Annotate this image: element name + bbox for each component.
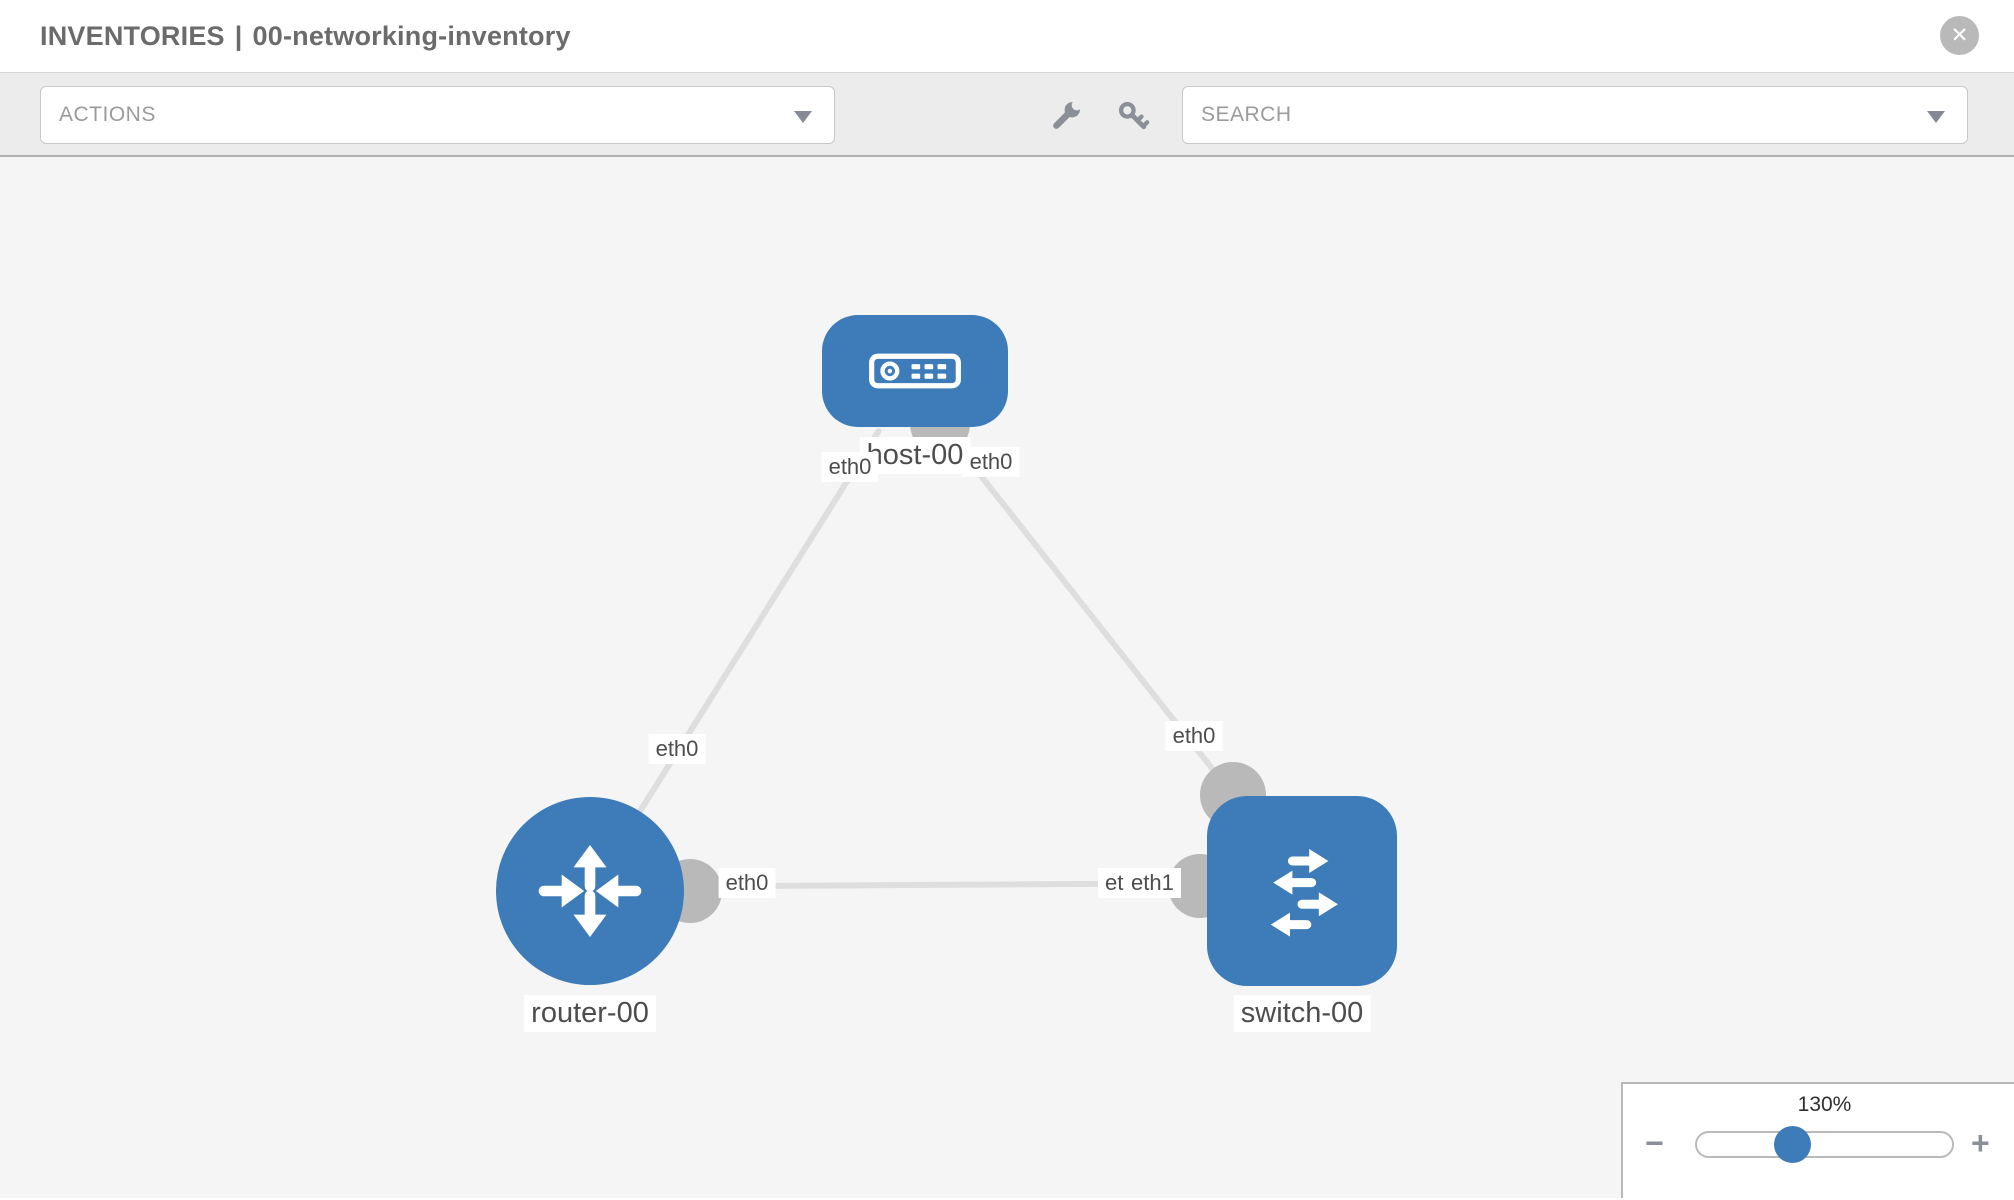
zoom-level-value: 130% xyxy=(1797,1093,1852,1116)
zoom-panel: 130% − + xyxy=(1621,1082,2014,1198)
chevron-down-icon xyxy=(1927,111,1945,123)
zoom-slider-handle[interactable] xyxy=(1774,1126,1811,1163)
node-router-00[interactable] xyxy=(496,797,684,985)
breadcrumb-section: INVENTORIES xyxy=(40,21,225,51)
key-icon[interactable] xyxy=(1116,99,1150,133)
actions-dropdown-label: ACTIONS xyxy=(59,103,156,126)
search-dropdown-label: SEARCH xyxy=(1201,103,1292,126)
actions-dropdown[interactable]: ACTIONS xyxy=(40,86,835,144)
node-label-switch: switch-00 xyxy=(1233,995,1371,1032)
zoom-out-icon[interactable]: − xyxy=(1645,1125,1664,1161)
inventory-name: 00-networking-inventory xyxy=(252,21,571,51)
wrench-icon[interactable] xyxy=(1049,99,1083,133)
iface-label-switch-eth1: eth1 xyxy=(1124,868,1181,898)
iface-label-router-switch-eth0: eth0 xyxy=(718,868,776,898)
page-title: INVENTORIES | 00-networking-inventory xyxy=(40,0,571,72)
iface-label-host-switch: eth0 xyxy=(1165,721,1223,751)
zoom-in-icon[interactable]: + xyxy=(1971,1125,1990,1161)
close-icon[interactable]: ✕ xyxy=(1940,16,1979,55)
node-host-00[interactable] xyxy=(822,315,1008,427)
chevron-down-icon xyxy=(794,111,812,123)
host-icon xyxy=(869,353,961,389)
iface-label-host-right: eth0 xyxy=(962,447,1020,477)
node-switch-00[interactable] xyxy=(1207,796,1397,986)
node-label-router: router-00 xyxy=(524,995,656,1032)
zoom-slider-track[interactable] xyxy=(1695,1131,1954,1158)
router-icon xyxy=(538,844,642,938)
iface-label-router-host: eth0 xyxy=(648,734,706,764)
search-dropdown[interactable]: SEARCH xyxy=(1182,86,1968,144)
toolbar: ACTIONS SEARCH xyxy=(0,72,2014,157)
breadcrumb-separator: | xyxy=(234,21,243,51)
switch-icon xyxy=(1270,849,1338,937)
iface-label-host-left: eth0 xyxy=(821,452,879,482)
page-header: INVENTORIES | 00-networking-inventory ✕ xyxy=(0,0,2014,72)
topology-canvas[interactable]: host-00 router-00 switch-00 eth0 eth0 et… xyxy=(0,157,2014,1198)
